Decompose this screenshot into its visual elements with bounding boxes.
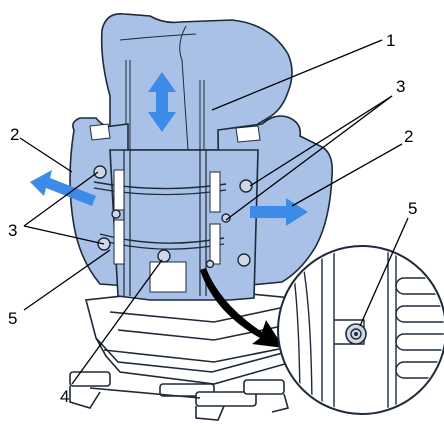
leader-1	[211, 39, 383, 111]
callout-3-left: 3	[8, 221, 17, 240]
magnifier-circle-icon	[277, 245, 444, 415]
back-panel	[93, 149, 259, 301]
leader-3-left-a	[23, 171, 99, 227]
adjustment-knobs	[93, 165, 253, 269]
leader-3-left-b	[23, 225, 105, 245]
knob-side-left	[111, 209, 121, 219]
leader-5-right	[359, 217, 409, 327]
leader-3-right-b	[225, 95, 393, 221]
leader-5-left	[23, 249, 111, 311]
leader-3-right-a	[249, 95, 393, 187]
callout-3-right: 3	[396, 77, 405, 96]
callout-lines	[19, 39, 409, 385]
callout-labels: 1 2 3 2 3 5 5 4	[8, 31, 417, 406]
knob-center	[157, 249, 171, 263]
leader-2-left	[19, 137, 73, 173]
callout-2-right: 2	[404, 127, 413, 146]
knob-right-lower	[237, 253, 251, 267]
leader-4	[71, 259, 163, 385]
seat-base	[69, 291, 305, 421]
callout-5-right: 5	[408, 199, 417, 218]
knob-right-upper	[239, 179, 253, 193]
leader-2-right	[291, 143, 403, 207]
callout-5-left: 5	[8, 309, 17, 328]
callout-1: 1	[386, 31, 395, 50]
knob-side-right	[221, 213, 231, 223]
detail-pointer-arrow	[200, 268, 284, 348]
knob-small-right	[205, 259, 215, 269]
double-vertical-arrow-icon	[148, 72, 176, 132]
left-arrow-icon	[30, 170, 96, 206]
knob-left-upper	[93, 165, 107, 179]
headrest-panel	[100, 13, 293, 151]
callout-2-left: 2	[10, 125, 19, 144]
callout-4: 4	[60, 387, 69, 406]
